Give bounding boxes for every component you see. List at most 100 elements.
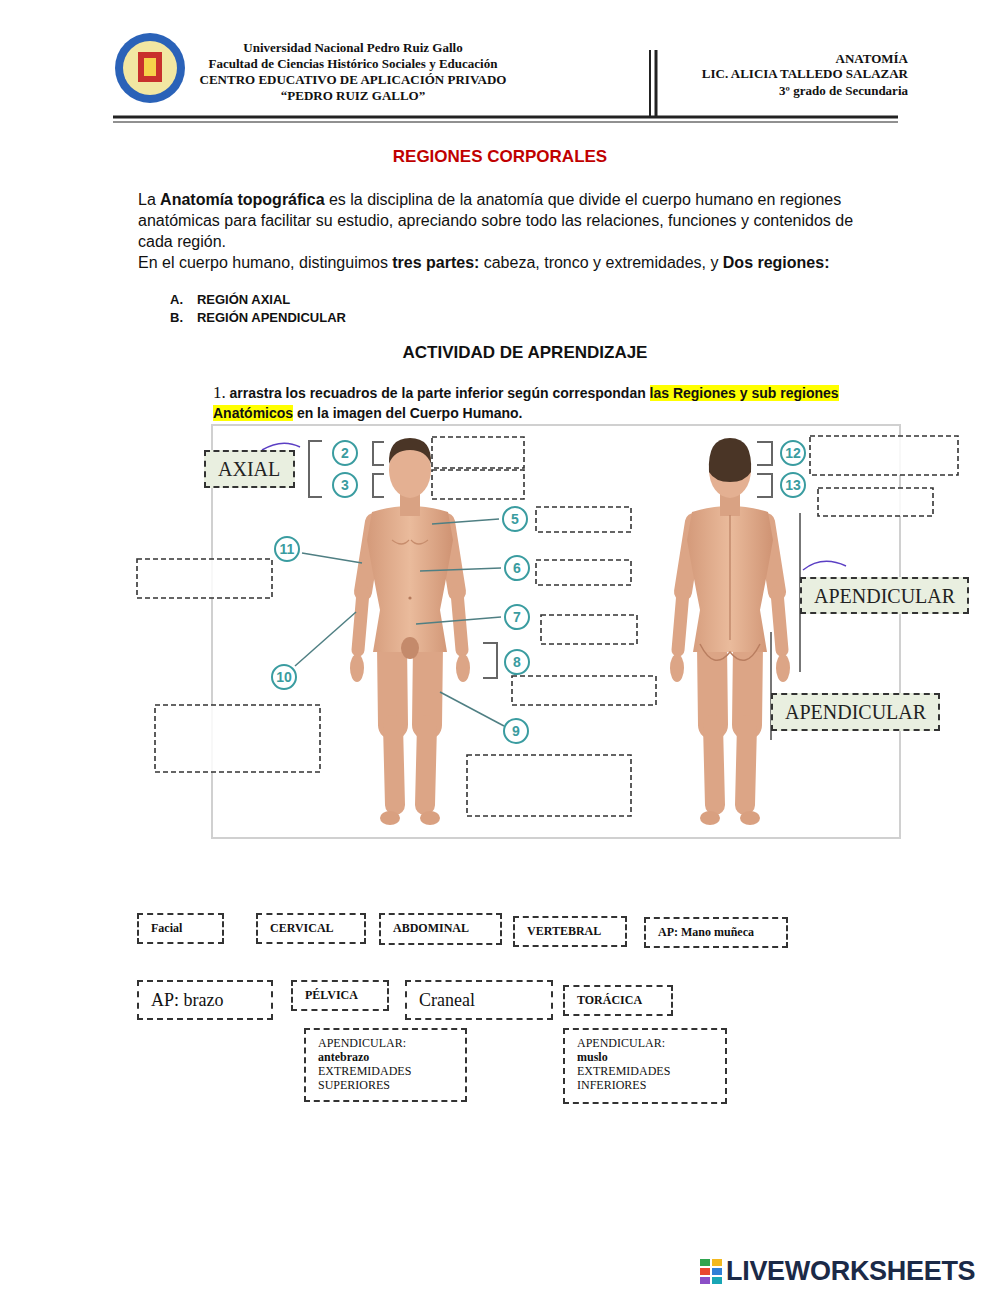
answer-box: [512, 676, 656, 705]
icon-square: [700, 1268, 710, 1275]
drag-card: ABDOMINAL: [379, 913, 502, 945]
icon-square: [712, 1277, 722, 1284]
gluteal-line: [700, 644, 760, 660]
hair: [709, 438, 751, 482]
icon-square: [712, 1268, 722, 1275]
logo-field: [123, 41, 177, 95]
drag-card: VERTEBRAL: [513, 916, 627, 947]
text-run: B.: [170, 310, 183, 325]
text-line: B.REGIÓN APENDICULAR: [170, 309, 590, 327]
back-figure: [670, 442, 790, 825]
answer-box: [467, 755, 631, 816]
callout-number: 9: [503, 718, 529, 744]
answer-box: [818, 488, 933, 516]
callout-number: 6: [504, 555, 530, 581]
text-run: En el cuerpo humano, distinguimos: [138, 254, 388, 271]
logo-emblem: [144, 58, 156, 76]
node-text: 13: [785, 478, 801, 492]
drag-card: APENDICULAR:musloEXTREMIDADES INFERIORES: [563, 1028, 727, 1104]
callout-number: 10: [271, 664, 297, 690]
header-text: LIC. ALICIA TALLEDO SALAZAR: [600, 66, 908, 81]
answer-box: [137, 559, 272, 598]
text-run: A.: [170, 292, 183, 307]
answer-box: [541, 615, 637, 644]
node-text: Facial: [151, 921, 182, 935]
icon-square: [700, 1259, 710, 1266]
header-divider: [655, 50, 658, 116]
answer-box: [432, 470, 524, 499]
header-text: “PEDRO RUIZ GALLO”: [183, 88, 523, 103]
leader-line: [295, 612, 356, 666]
spine-line: [729, 515, 731, 640]
picture-frame: [212, 425, 900, 838]
callout-number: 12: [780, 440, 806, 466]
header-text: ANATOMÍA: [600, 51, 908, 66]
ink-arc: [803, 561, 846, 570]
callout-number: 3: [332, 472, 358, 498]
node-text: AP: Mano muñeca: [658, 925, 754, 939]
text-run: arrastra los recuadros de la parte infer…: [230, 385, 646, 401]
watermark: LIVEWORKSHEETS: [726, 1256, 996, 1286]
text-run: La: [138, 191, 156, 208]
node-text: EXTREMIDADES INFERIORES: [577, 1064, 713, 1092]
node-text: 8: [513, 655, 521, 669]
icon-square: [712, 1259, 722, 1266]
callout-number: 13: [780, 472, 806, 498]
logo-shield: [138, 52, 162, 82]
node-text: AXIAL: [218, 457, 280, 481]
node-text: antebrazo: [318, 1050, 453, 1064]
node-text: 7: [513, 610, 521, 624]
node-text: EXTREMIDADES SUPERIORES: [318, 1064, 453, 1092]
drag-card: AP: brazo: [137, 980, 273, 1020]
node-text: TORÁCICA: [577, 993, 642, 1007]
navel: [408, 596, 411, 599]
region-tag: AXIAL: [204, 450, 295, 488]
text-run: cabeza, tronco y extremidades, y: [484, 254, 719, 271]
worksheet-title: REGIONES CORPORALES: [0, 147, 1000, 167]
text-run: en la imagen del Cuerpo Humano.: [297, 405, 523, 421]
node-text: 12: [785, 446, 801, 460]
leader-line: [416, 617, 501, 624]
bracket: [373, 474, 384, 497]
header-divider: [649, 50, 651, 116]
node-text: ABDOMINAL: [393, 921, 469, 935]
header-rule: [113, 116, 898, 119]
node-text: APENDICULAR:: [318, 1036, 453, 1050]
leader-line: [440, 692, 504, 726]
node-text: 5: [511, 512, 519, 526]
answer-box: [810, 436, 958, 475]
node-text: CERVICAL: [270, 921, 334, 935]
text-line: LaAnatomía topográficaes la disciplina d…: [138, 189, 860, 252]
answer-box: [432, 437, 524, 468]
region-list: A.REGIÓN AXIALB.REGIÓN APENDICULAR: [170, 291, 590, 327]
text-line: 1.arrastra los recuadros de la parte inf…: [213, 383, 925, 423]
bracket: [373, 442, 384, 465]
answer-box: [536, 560, 631, 585]
bracket: [483, 643, 497, 678]
node-text: AP: brazo: [151, 990, 223, 1010]
text-run: Anatomía topográfica: [160, 191, 324, 208]
node-text: PÉLVICA: [305, 988, 358, 1002]
node-text: VERTEBRAL: [527, 924, 601, 938]
node-text: APENDICULAR:: [577, 1036, 713, 1050]
drag-card: PÉLVICA: [291, 980, 389, 1011]
brand-icon: [700, 1259, 722, 1284]
chest-contour: [392, 540, 428, 544]
answer-box: [536, 507, 631, 532]
region-tag: APENDICULAR: [800, 577, 969, 614]
header-text: Universidad Nacional Pedro Ruiz Gallo: [183, 40, 523, 55]
drag-card: APENDICULAR:antebrazoEXTREMIDADES SUPERI…: [304, 1028, 467, 1102]
node-text: 2: [341, 446, 349, 460]
leader-lines: [295, 519, 504, 726]
section-heading: ACTIVIDAD DE APRENDIZAJE: [280, 343, 770, 363]
header-text: Facultad de Ciencias Histórico Sociales …: [183, 56, 523, 71]
header-rule: [113, 122, 898, 123]
drag-card: Craneal: [405, 980, 553, 1020]
icon-square: [700, 1277, 710, 1284]
leader-line: [432, 519, 499, 524]
drag-card: AP: Mano muñeca: [644, 917, 788, 948]
drag-card: Facial: [137, 913, 224, 944]
region-tag: APENDICULAR: [771, 693, 940, 731]
callout-number: 2: [332, 440, 358, 466]
drag-card: TORÁCICA: [563, 985, 673, 1016]
